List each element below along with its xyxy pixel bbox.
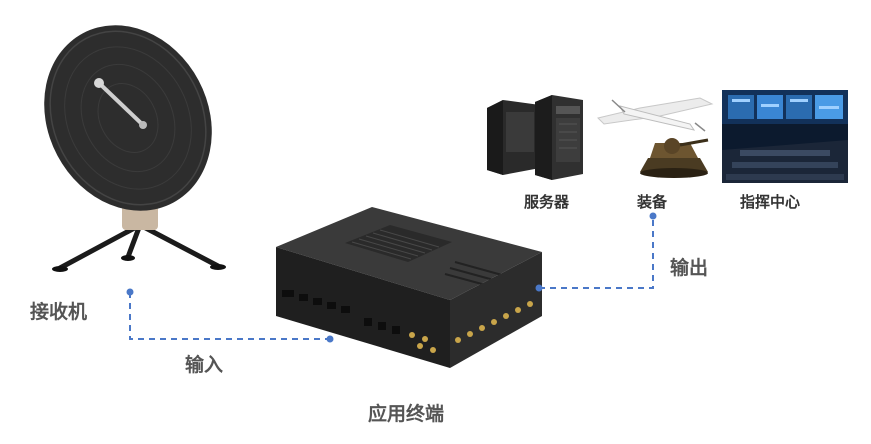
server-label: 服务器: [524, 193, 570, 211]
equipment-label: 装备: [637, 193, 668, 211]
output-label: 输出: [670, 257, 709, 279]
server-image: [487, 95, 583, 180]
application-terminal-device-image: [276, 207, 542, 368]
output-connector: [535, 212, 657, 292]
command-center-image: [722, 90, 848, 183]
terminal-label: 应用终端: [368, 403, 445, 425]
satellite-dish-receiver-image: [44, 25, 226, 272]
equipment-image: [597, 97, 714, 178]
receiver-label: 接收机: [30, 301, 88, 323]
command-center-label: 指挥中心: [740, 193, 801, 211]
input-connector: [126, 288, 334, 343]
input-label: 输入: [185, 354, 224, 376]
input-connector-end-dot: [326, 335, 334, 343]
output-connector-end-dot: [649, 212, 657, 220]
